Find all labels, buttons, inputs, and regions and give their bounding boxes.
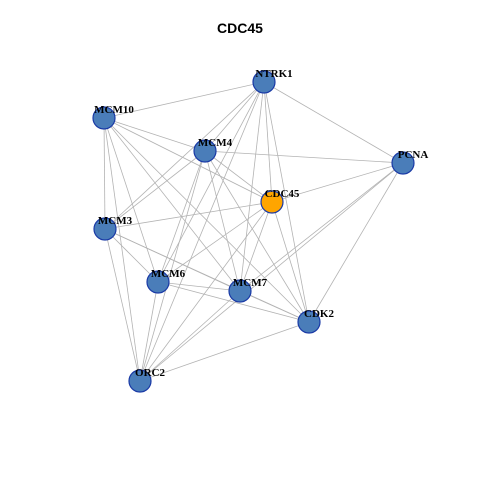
node-mcm7[interactable] xyxy=(228,279,252,303)
edge-cdc45-cdk2 xyxy=(271,201,310,323)
node-label-cdc45: CDC45 xyxy=(265,188,300,200)
edge-mcm4-mcm7 xyxy=(204,150,241,292)
node-label-mcm7: MCM7 xyxy=(233,277,268,289)
edge-pcna-cdc45 xyxy=(271,162,404,203)
edge-mcm10-orc2 xyxy=(103,117,141,382)
edge-mcm10-mcm4 xyxy=(103,117,206,152)
edge-ntrk1-cdk2 xyxy=(263,81,310,323)
node-mcm10[interactable] xyxy=(92,106,116,130)
edge-cdk2-orc2 xyxy=(139,321,310,382)
node-label-orc2: ORC2 xyxy=(135,367,165,379)
edge-pcna-orc2 xyxy=(139,162,404,382)
edge-ntrk1-mcm10 xyxy=(103,81,265,119)
edge-mcm6-cdk2 xyxy=(157,281,310,323)
node-ntrk1[interactable] xyxy=(252,70,276,94)
edge-ntrk1-cdc45 xyxy=(263,81,273,203)
node-label-pcna: PCNA xyxy=(398,149,429,161)
edge-mcm4-mcm3 xyxy=(104,150,206,230)
edge-ntrk1-pcna xyxy=(263,81,404,164)
edge-pcna-mcm7 xyxy=(239,162,404,292)
edge-mcm10-cdc45 xyxy=(103,117,273,203)
edge-mcm4-cdc45 xyxy=(204,150,273,203)
edge-layer xyxy=(103,81,404,382)
edge-mcm10-mcm6 xyxy=(103,117,159,283)
edge-mcm3-orc2 xyxy=(104,228,141,382)
edge-mcm4-pcna xyxy=(204,150,404,164)
edge-ntrk1-mcm4 xyxy=(204,81,265,152)
edge-mcm7-cdk2 xyxy=(239,290,310,323)
node-mcm4[interactable] xyxy=(193,139,217,163)
edge-cdc45-mcm3 xyxy=(104,201,273,230)
graph-title: CDC45 xyxy=(217,20,263,36)
edge-mcm3-mcm6 xyxy=(104,228,159,283)
node-layer xyxy=(92,70,415,393)
edge-pcna-cdk2 xyxy=(308,162,404,323)
edge-mcm10-cdk2 xyxy=(103,117,310,323)
node-label-mcm10: MCM10 xyxy=(94,104,134,116)
edge-ntrk1-mcm3 xyxy=(104,81,265,230)
edge-mcm6-mcm7 xyxy=(157,281,241,292)
node-label-mcm3: MCM3 xyxy=(98,215,133,227)
edge-mcm4-orc2 xyxy=(139,150,206,382)
node-label-ntrk1: NTRK1 xyxy=(255,68,292,80)
node-label-mcm6: MCM6 xyxy=(151,268,186,280)
edge-ntrk1-orc2 xyxy=(139,81,265,382)
node-orc2[interactable] xyxy=(128,369,152,393)
edge-mcm10-mcm7 xyxy=(103,117,241,292)
edge-cdc45-orc2 xyxy=(139,201,273,382)
node-cdk2[interactable] xyxy=(297,310,321,334)
edge-mcm4-cdk2 xyxy=(204,150,310,323)
node-cdc45[interactable] xyxy=(260,190,284,214)
node-label-cdk2: CDK2 xyxy=(304,308,334,320)
node-mcm6[interactable] xyxy=(146,270,170,294)
node-label-mcm4: MCM4 xyxy=(198,137,233,149)
edge-cdc45-mcm7 xyxy=(239,201,273,292)
edge-mcm10-mcm3 xyxy=(103,117,106,230)
edge-mcm7-orc2 xyxy=(139,290,241,382)
edge-ntrk1-mcm6 xyxy=(157,81,265,283)
edge-cdc45-mcm6 xyxy=(157,201,273,283)
edge-mcm6-orc2 xyxy=(139,281,159,382)
node-mcm3[interactable] xyxy=(93,217,117,241)
node-pcna[interactable] xyxy=(391,151,415,175)
